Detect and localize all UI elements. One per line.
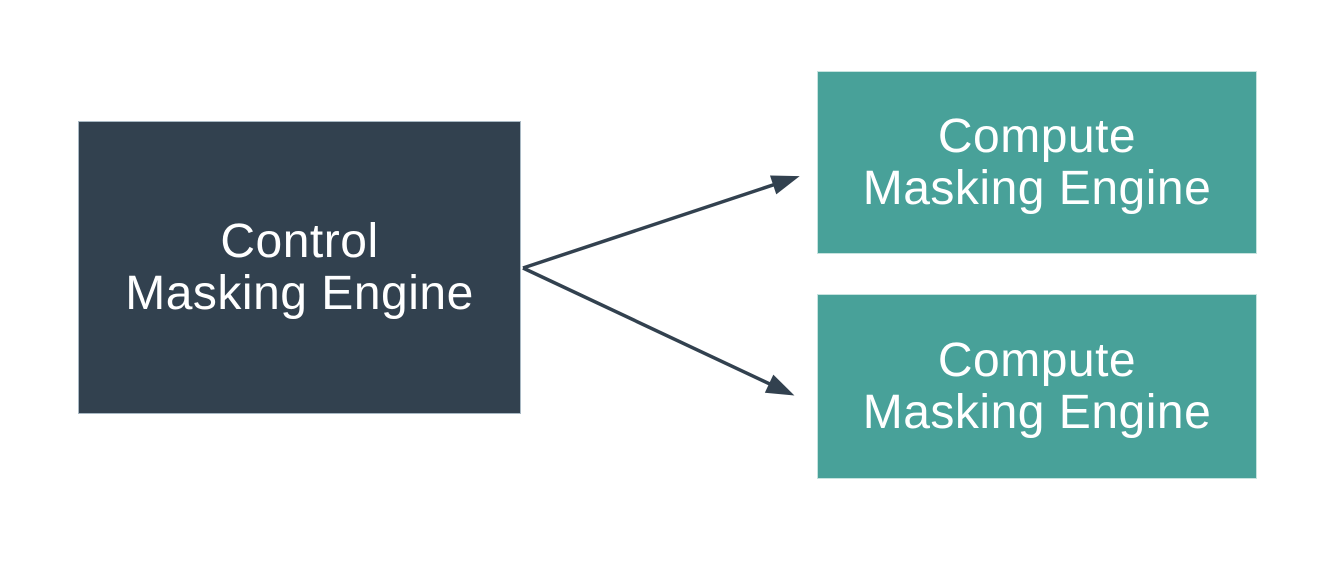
node-label-line: Control bbox=[220, 214, 379, 268]
arrow-control-to-compute-1 bbox=[522, 175, 800, 270]
node-label-line: Masking Engine bbox=[862, 161, 1212, 215]
node-compute-masking-engine-1: Compute Masking Engine bbox=[817, 71, 1257, 254]
node-compute-masking-engine-2: Compute Masking Engine bbox=[817, 294, 1257, 479]
node-label-line: Compute bbox=[937, 109, 1137, 163]
arrow-control-to-compute-2 bbox=[522, 266, 795, 396]
node-control-masking-engine: Control Masking Engine bbox=[78, 121, 521, 414]
node-label-line: Compute bbox=[937, 333, 1137, 387]
node-label-line: Masking Engine bbox=[862, 385, 1212, 439]
node-label-line: Masking Engine bbox=[125, 266, 474, 320]
